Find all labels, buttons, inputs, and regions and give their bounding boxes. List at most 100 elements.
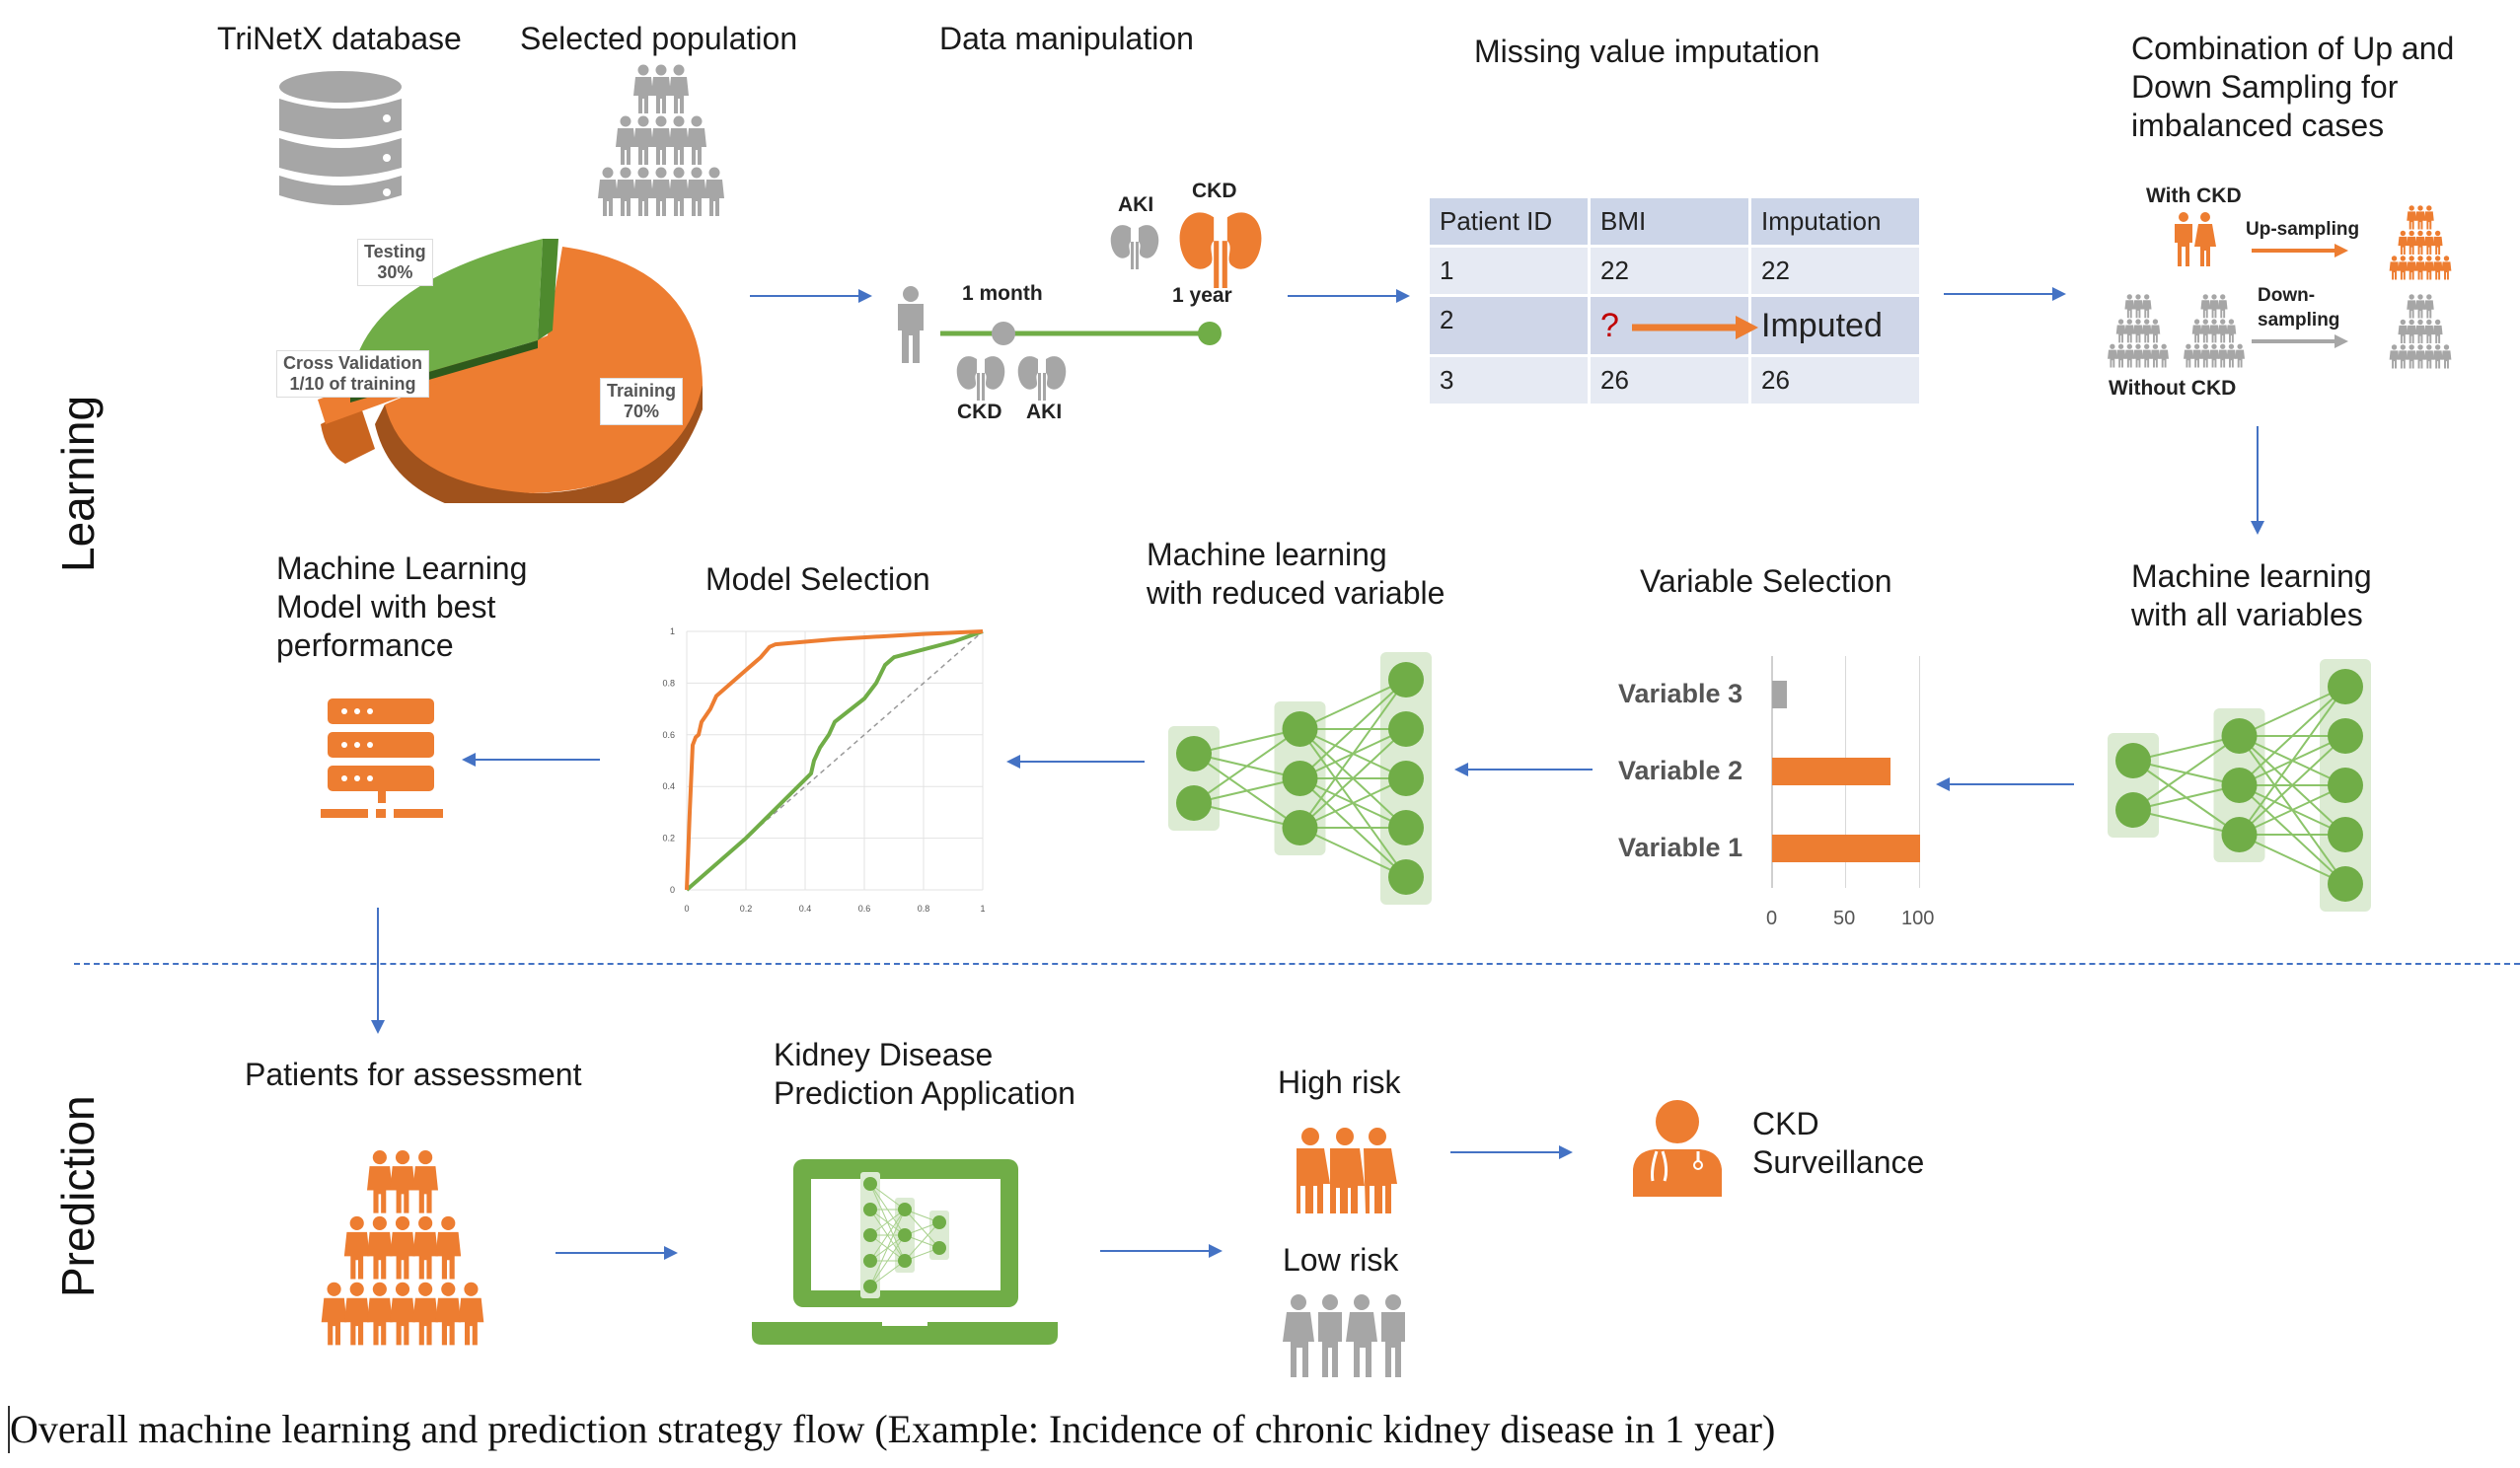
imputation-table: Patient ID BMI Imputation 1 22 22 2 ? Im… [1427,195,1922,406]
flow-arrow-left [462,753,600,767]
person-icon [2115,319,2126,343]
nn-node [2115,743,2151,778]
nn-node [1282,761,1318,796]
person-icon [367,1150,393,1213]
learning-section-label: Learning [52,395,104,572]
neural-network-reduced-icon [1168,652,1432,905]
person-icon [343,1215,370,1280]
x-tick-label: 0.8 [918,904,930,914]
x-tick-label: 50 [1833,908,1856,929]
person-icon [704,167,724,216]
nn-node [2221,718,2258,754]
without-ckd-label: Without CKD [2109,377,2237,400]
x-tick-label: 0 [1766,908,1778,929]
person-icon [2124,319,2135,343]
person-icon [2200,294,2211,319]
nn-connection [1193,728,1301,804]
flow-arrow-left [1454,763,1593,776]
ml-reduced-variable-title: Machine learning with reduced variable [1147,537,1445,611]
kidney-icon-aki-year [1110,225,1159,269]
table-header-row: Patient ID BMI Imputation [1430,198,1919,245]
person-icon [2226,319,2237,343]
bar-label: Variable 3 [1618,679,1743,708]
timeline-year-label: 1 year [1172,284,1232,307]
person-icon [2184,343,2193,368]
patients-people-icon [321,1150,484,1346]
imputation-title: Missing value imputation [1474,34,1820,69]
person-icon [2141,319,2152,343]
person-icon [2407,344,2417,369]
x-tick-label: 0 [684,904,689,914]
flow-arrow-right [556,1246,678,1260]
nn-node [2221,817,2258,852]
nn-connection [2132,784,2240,811]
person-icon [2423,205,2434,230]
kidney-icon-ckd-year [1179,212,1262,288]
x-tick-label: 0.4 [799,904,812,914]
person-icon [435,1215,462,1280]
nn-node [932,1241,946,1255]
x-tick-label: 0.6 [858,904,871,914]
person-icon [2209,294,2219,319]
pie-label-testing: Testing 30% [357,239,433,286]
server-icon [321,698,443,818]
with-ckd-label: With CKD [2146,184,2242,207]
variable-selection-title: Variable Selection [1640,563,1892,599]
person-icon [435,1282,462,1346]
nn-node [863,1203,877,1216]
roc-curve-chart: 000.20.20.40.40.60.60.80.811 [662,626,985,914]
nn-node [2328,718,2363,754]
nn-node [1388,711,1424,747]
missing-value-mark: ? [1600,306,1619,344]
person-icon [2415,319,2425,344]
flow-arrow-right [1100,1244,1223,1258]
person-icon [2235,343,2245,368]
down-sampling-label: Down- sampling [2258,285,2340,330]
person-icon [2415,230,2425,256]
nn-node [1282,810,1318,845]
person-icon [687,115,706,165]
nn-connection [2132,735,2240,762]
person-icon [2389,344,2400,369]
person-icon [343,1282,370,1346]
flow-arrow-left [1936,777,2074,791]
nn-connection [1299,827,1407,878]
low-risk-people-icon [1283,1294,1405,1377]
up-sampling-arrow [2252,244,2348,257]
with-ckd-people-icon [2175,212,2216,266]
person-icon [2217,343,2228,368]
pie-slice-training [385,247,703,493]
x-tick-label: 0.2 [740,904,753,914]
population-icon [598,64,724,216]
table-row: 2 ? Imputed [1430,297,1919,354]
person-icon [633,115,653,165]
chart-gridline [1919,656,1920,888]
doctor-icon [1633,1100,1722,1197]
person-icon [2141,294,2152,319]
person-icon [651,64,671,113]
without-ckd-people-icon [2108,294,2169,368]
bar-label: Variable 2 [1618,756,1743,785]
person-icon [2407,205,2417,230]
app-title: Kidney Disease Prediction Application [774,1037,1075,1111]
person-icon [2150,319,2161,343]
database-title: TriNetX database [217,21,462,56]
person-icon [2226,343,2237,368]
bar-variable-2 [1772,758,1890,785]
nn-node [1388,810,1424,845]
kidney-label-aki-year: AKI [1118,193,1154,216]
person-icon [669,115,689,165]
nn-node [1388,662,1424,697]
section-divider [74,963,2520,965]
kidney-icon-aki-month [1017,356,1067,401]
downsampled-people-icon [2389,294,2452,369]
person-icon [412,1150,438,1213]
person-icon [2115,343,2126,368]
caption-cursor [8,1406,10,1453]
surveillance-label: CKD Surveillance [1752,1106,1925,1180]
person-icon [2423,319,2434,344]
table-header-cell: BMI [1591,198,1748,245]
table-cell: 2 [1430,297,1588,354]
nn-node [1176,785,1212,821]
flow-arrow-down [2251,426,2264,535]
